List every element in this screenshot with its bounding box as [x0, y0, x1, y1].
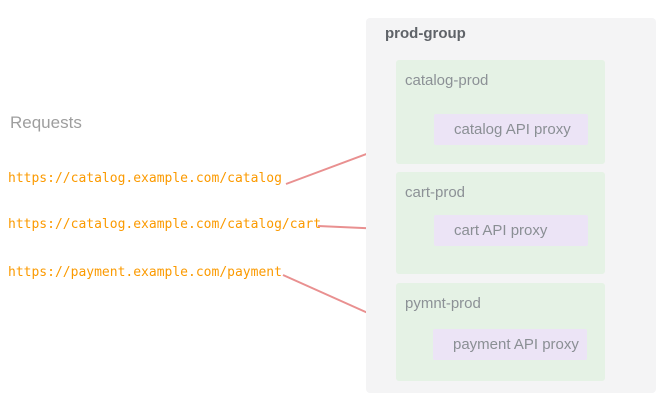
- requests-heading: Requests: [10, 113, 82, 132]
- payment-api-proxy-box: payment API proxy: [433, 329, 587, 360]
- payment-api-proxy-label: payment API proxy: [453, 336, 579, 353]
- cart-api-proxy-box: cart API proxy: [434, 215, 588, 246]
- request-url-payment: https://payment.example.com/payment: [8, 265, 282, 280]
- catalog-api-proxy-box: catalog API proxy: [434, 114, 588, 145]
- prod-group-title: prod-group: [385, 25, 466, 42]
- cart-api-proxy-label: cart API proxy: [454, 222, 548, 239]
- catalog-api-proxy-label: catalog API proxy: [454, 121, 571, 138]
- request-url-catalog: https://catalog.example.com/catalog: [8, 171, 282, 186]
- environment-catalog-prod-label: catalog-prod: [405, 72, 489, 89]
- environment-catalog-prod: catalog-prod: [396, 60, 605, 164]
- environment-cart-prod-label: cart-prod: [405, 184, 466, 201]
- environment-pymnt-prod-label: pymnt-prod: [405, 295, 481, 312]
- request-url-cart: https://catalog.example.com/catalog/cart: [8, 217, 322, 232]
